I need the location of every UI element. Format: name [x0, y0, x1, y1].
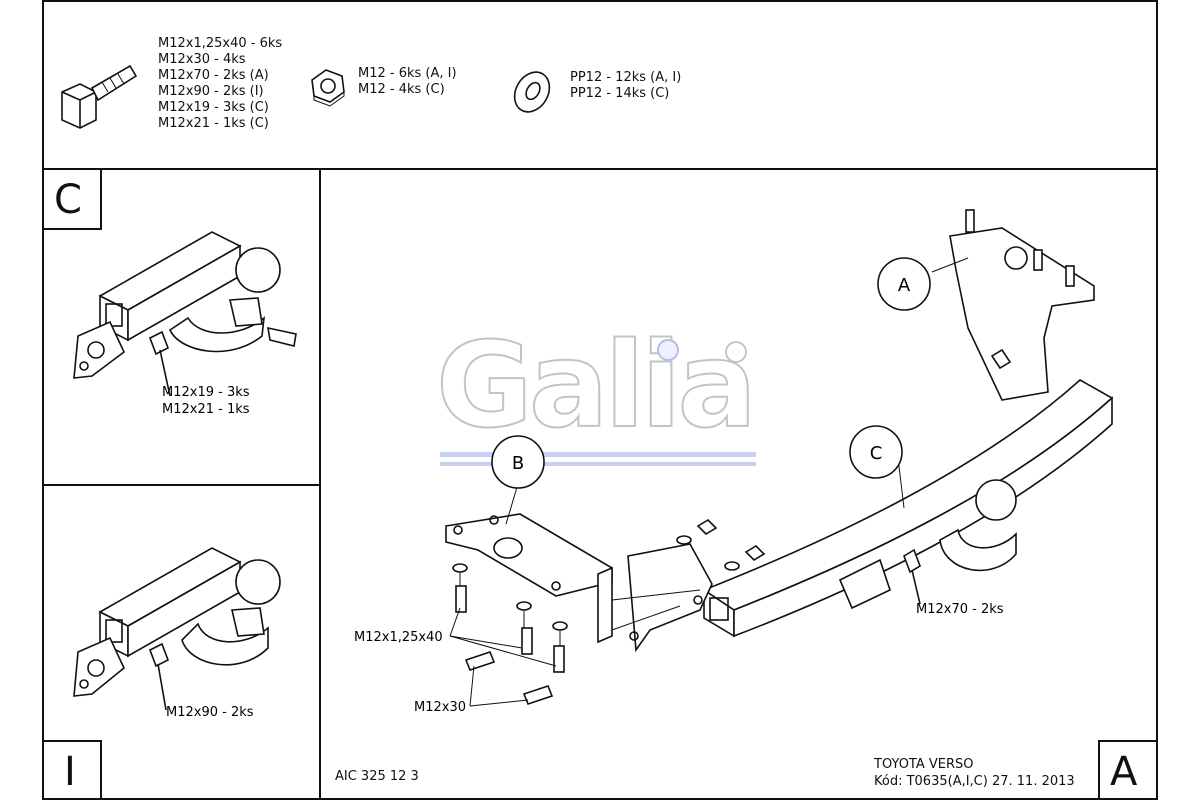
- bracket-b-drawing: [445, 513, 613, 644]
- panel-c-hitch-drawing: [73, 231, 297, 397]
- bracket-a-drawing: [949, 209, 1095, 401]
- vehicle-model: TOYOTA VERSO: [874, 757, 974, 772]
- bolt-line: M12x1,25x40 - 6ks: [158, 36, 283, 51]
- drawing-code: AIC 325 12 3: [335, 769, 419, 784]
- panel-i-letter: I: [64, 749, 76, 795]
- nut-line: M12 - 4ks (C): [358, 82, 445, 97]
- callout-b-label: B: [512, 453, 524, 474]
- callout-c-circle: [849, 425, 903, 479]
- m12x70-label: M12x70 - 2ks: [916, 602, 1004, 617]
- nut-line: M12 - 6ks (A, I): [358, 66, 457, 81]
- callout-a-circle: [877, 257, 931, 311]
- panel-c-label-1: M12x19 - 3ks: [162, 385, 250, 400]
- parts-header-panel: [42, 0, 1158, 170]
- washer-list: PP12 - 12ks (A, I) PP12 - 14ks (C): [570, 70, 681, 102]
- bolt-list: M12x1,25x40 - 6ks M12x30 - 4ks M12x70 - …: [158, 36, 282, 132]
- nut-list: M12 - 6ks (A, I) M12 - 4ks (C): [358, 66, 457, 98]
- bolt-line: M12x70 - 2ks (A): [158, 68, 269, 83]
- logo-decoration: [440, 339, 756, 466]
- side-plate-drawing: [627, 543, 713, 653]
- variant-letter: A: [1110, 749, 1138, 795]
- leader-lines: [449, 257, 969, 707]
- bolt-line: M12x90 - 2ks (I): [158, 84, 264, 99]
- callout-c-label: C: [870, 443, 883, 464]
- washer-line: PP12 - 14ks (C): [570, 86, 670, 101]
- panel-c-letter: C: [54, 177, 82, 223]
- letter-c-box: [42, 168, 102, 230]
- hardware-drawing: [452, 518, 766, 705]
- galia-logo: Galia: [435, 316, 758, 454]
- washer-icon: [513, 71, 551, 113]
- bolt-line: M12x19 - 3ks (C): [158, 100, 269, 115]
- nut-icon: [311, 69, 345, 107]
- bolt-line: M12x30 - 4ks: [158, 52, 246, 67]
- callout-a-label: A: [898, 275, 911, 296]
- panel-i-label: M12x90 - 2ks: [166, 705, 254, 720]
- crossbar-c-drawing: [702, 379, 1114, 638]
- callout-b-circle: [491, 435, 545, 489]
- panel-i-frame: [42, 484, 321, 800]
- washer-line: PP12 - 12ks (A, I): [570, 70, 682, 85]
- m12x30-label: M12x30: [414, 700, 466, 715]
- bolt-line: M12x21 - 1ks (C): [158, 116, 269, 131]
- bolt-icon: [61, 64, 138, 129]
- panel-i-hitch-drawing: [73, 547, 281, 711]
- kod-line: Kód: T0635(A,I,C) 27. 11. 2013: [874, 774, 1075, 789]
- letter-a-box: [1098, 740, 1158, 800]
- panel-c-label-2: M12x21 - 1ks: [162, 402, 250, 417]
- m12x125x40-label: M12x1,25x40: [354, 630, 443, 645]
- letter-i-box: [42, 740, 102, 800]
